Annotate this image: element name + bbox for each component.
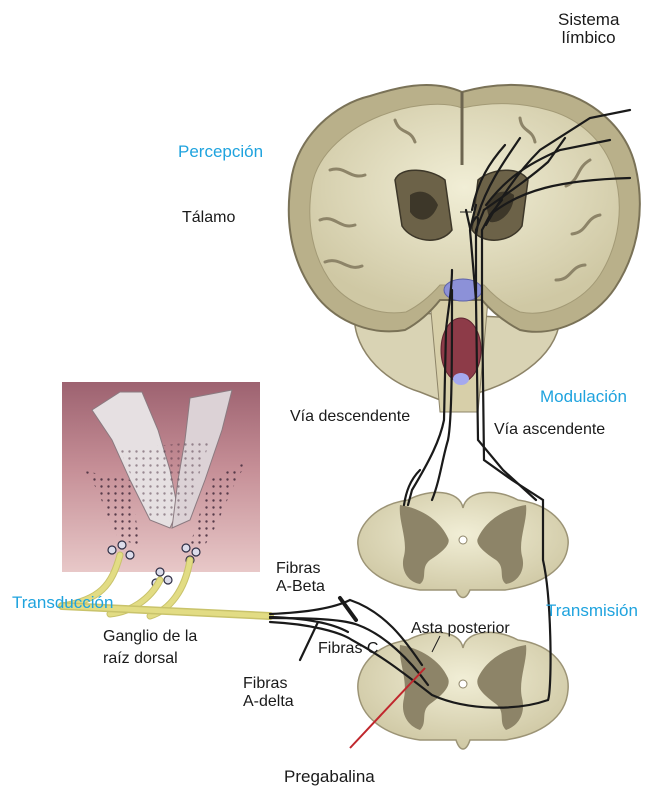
label-via-ascendente: Vía ascendente xyxy=(494,421,605,439)
label-pregabalina: Pregabalina xyxy=(284,768,375,786)
label-transduccion: Transducción xyxy=(12,594,113,612)
label-modulacion: Modulación xyxy=(540,388,627,406)
label-fibras-c: Fibras C xyxy=(318,640,378,658)
label-transmision: Transmisión xyxy=(546,602,638,620)
skin-cross-section xyxy=(62,382,260,587)
spinal-cord-upper xyxy=(358,492,568,597)
brain-illustration xyxy=(289,85,640,412)
label-asta-posterior: Asta posterior xyxy=(411,620,510,638)
label-via-descendente: Vía descendente xyxy=(290,408,410,426)
label-talamo: Tálamo xyxy=(182,209,235,227)
spinal-cord-lower xyxy=(358,632,568,749)
label-percepcion: Percepción xyxy=(178,143,263,161)
